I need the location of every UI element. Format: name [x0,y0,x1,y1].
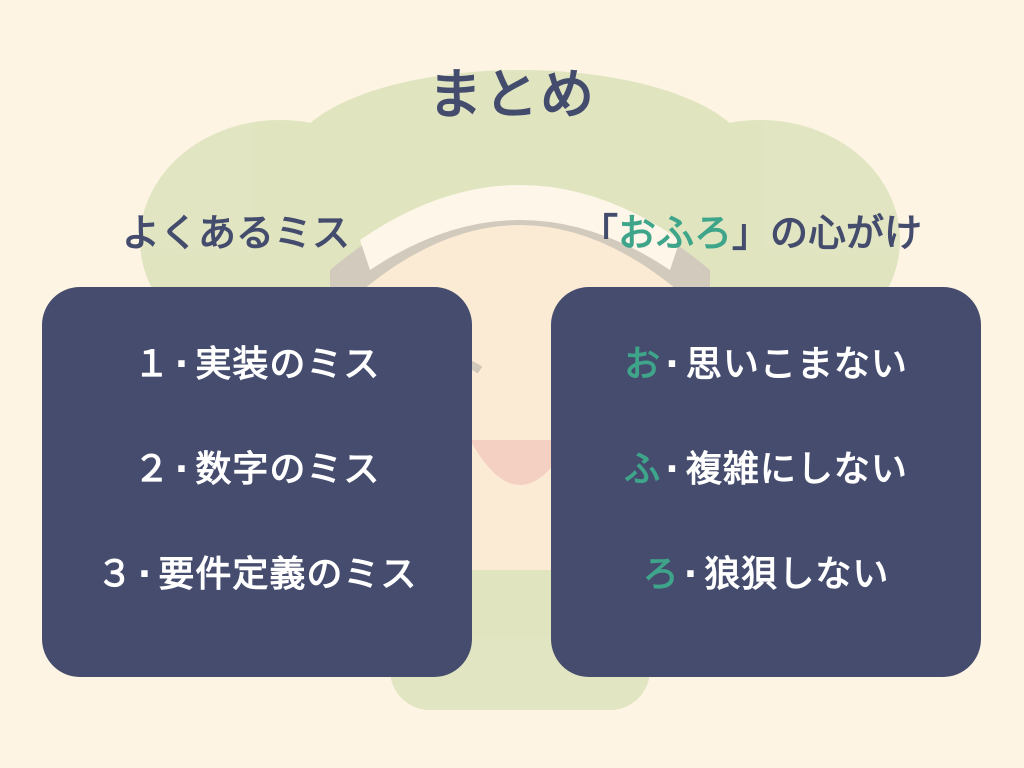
item-marker: ふ [624,449,662,490]
item-marker: ３ [96,554,134,595]
page-title: まとめ [428,63,596,126]
item-text: 思いこまない [685,344,908,385]
heading-close-text: 」の心がけ [732,211,923,255]
common-mistakes-heading: よくあるミス [122,211,351,255]
item-marker: １ [133,344,171,385]
list-item: ろ.狼狽しない [551,545,981,650]
item-text: 複雑にしない [685,449,908,490]
ofuro-mindset-heading: 「おふろ」の心がけ [580,202,922,257]
item-text: 要件定義のミス [158,554,418,595]
heading-open-bracket: 「 [580,211,619,255]
item-text: 狼狽しない [704,554,890,595]
item-separator: . [665,440,680,481]
item-marker: ２ [133,449,171,490]
ofuro-mindset-panel: お.思いこまない ふ.複雑にしない ろ.狼狽しない [551,287,981,677]
ofuro-mindset-list: お.思いこまない ふ.複雑にしない ろ.狼狽しない [551,335,981,650]
item-separator: . [137,545,153,586]
list-item: １.実装のミス [42,335,472,440]
item-separator: . [174,440,190,481]
item-text: 実装のミス [195,344,381,385]
list-item: ２.数字のミス [42,440,472,545]
list-item: ふ.複雑にしない [551,440,981,545]
item-separator: . [665,335,680,376]
common-mistakes-list: １.実装のミス ２.数字のミス ３.要件定義のミス [42,335,472,650]
item-text: 数字のミス [195,449,381,490]
item-marker: お [624,344,662,385]
item-separator: . [174,335,190,376]
list-item: ３.要件定義のミス [42,545,472,650]
item-marker: ろ [642,554,680,595]
list-item: お.思いこまない [551,335,981,440]
common-mistakes-panel: １.実装のミス ２.数字のミス ３.要件定義のミス [42,287,472,677]
item-separator: . [683,545,699,586]
heading-accent-text: おふろ [618,211,733,255]
